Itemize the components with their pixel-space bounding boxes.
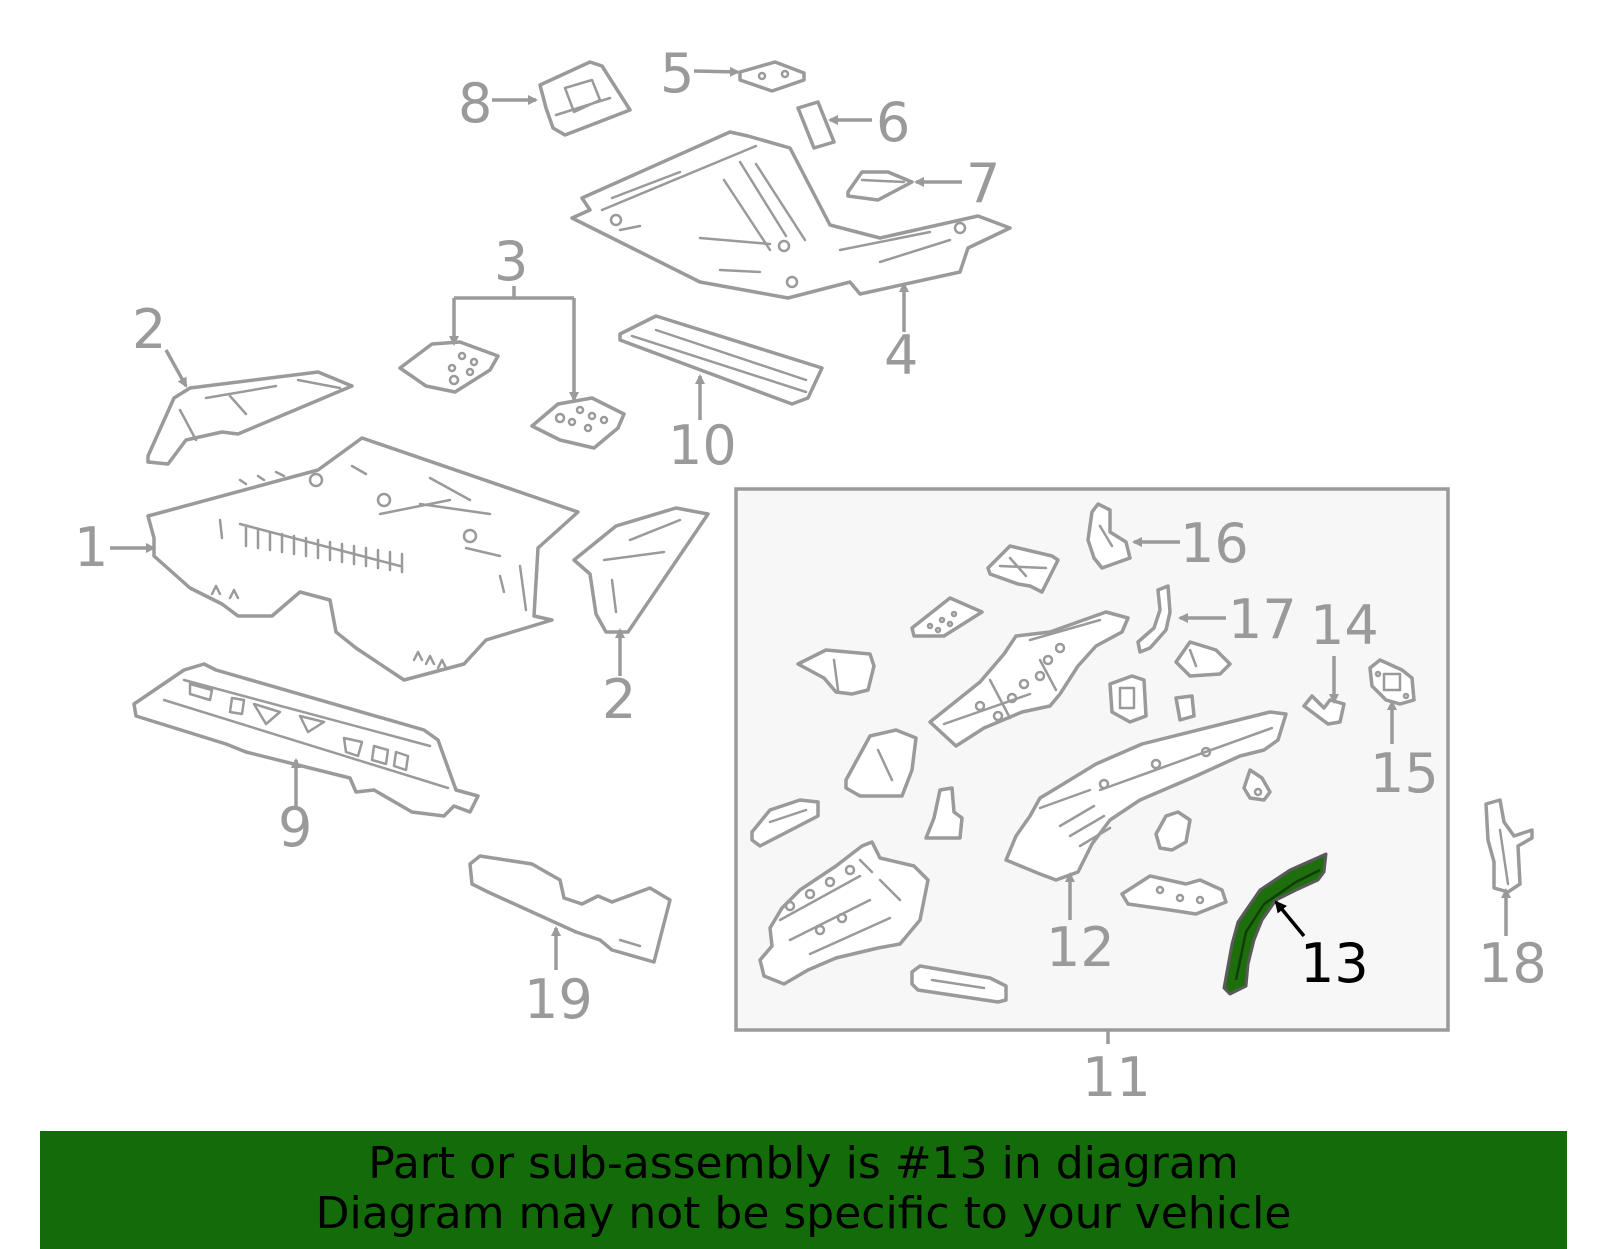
- part-bracket-h[interactable]: [1242, 768, 1272, 802]
- part-9-cross-rail[interactable]: [132, 662, 480, 818]
- callout-1: 1: [74, 516, 108, 579]
- callout-13: 13: [1300, 932, 1369, 995]
- callout-19: 19: [524, 968, 593, 1031]
- callout-3: 3: [494, 230, 528, 293]
- callout-8: 8: [458, 72, 492, 135]
- callout-11: 11: [1082, 1046, 1151, 1109]
- part-bracket-c[interactable]: [796, 648, 876, 696]
- part-bracket-d[interactable]: [1174, 640, 1232, 678]
- info-banner: Part or sub-assembly is #13 in diagram D…: [40, 1131, 1567, 1249]
- part-2-lower-gusset[interactable]: [572, 506, 710, 634]
- callout-10: 10: [668, 414, 737, 477]
- callout-9: 9: [278, 796, 312, 859]
- part-3-bracket-right[interactable]: [530, 396, 626, 450]
- part-bracket-e[interactable]: [1108, 674, 1148, 724]
- part-bracket-k[interactable]: [1120, 874, 1228, 916]
- part-2-upper-panel[interactable]: [146, 370, 354, 466]
- part-panel-small-b[interactable]: [910, 596, 984, 638]
- part-bracket-i[interactable]: [1154, 810, 1192, 852]
- part-stud[interactable]: [1174, 694, 1196, 722]
- part-5-plate[interactable]: [738, 60, 806, 93]
- callout-16: 16: [1180, 512, 1249, 575]
- banner-line-1: Part or sub-assembly is #13 in diagram: [368, 1138, 1239, 1189]
- callout-12: 12: [1046, 916, 1115, 979]
- part-1-floor-panel[interactable]: [146, 436, 580, 682]
- part-13-highlighted[interactable]: [1222, 852, 1328, 996]
- part-small-g[interactable]: [924, 786, 964, 840]
- part-10-crossmember[interactable]: [618, 314, 824, 406]
- callout-15: 15: [1370, 742, 1439, 805]
- part-7-bracket[interactable]: [846, 170, 914, 202]
- callout-2-upper: 2: [132, 298, 166, 361]
- part-3-bracket-left[interactable]: [398, 340, 500, 394]
- callout-18: 18: [1478, 932, 1547, 995]
- part-18-bracket[interactable]: [1484, 798, 1534, 894]
- callout-2-lower: 2: [602, 668, 636, 731]
- part-17-hose[interactable]: [1136, 584, 1172, 654]
- callout-6: 6: [876, 91, 910, 154]
- part-floor-rail-upper[interactable]: [928, 610, 1130, 748]
- part-16-bracket[interactable]: [1086, 502, 1132, 570]
- part-12-rear-rail[interactable]: [1004, 710, 1288, 882]
- part-15-plate[interactable]: [1368, 658, 1416, 706]
- part-reinforcement-f[interactable]: [844, 728, 918, 798]
- callout-5: 5: [660, 42, 694, 105]
- part-4-rear-floor-pan[interactable]: [570, 130, 1012, 300]
- callout-14: 14: [1310, 594, 1379, 657]
- part-panel-small-a[interactable]: [986, 544, 1060, 594]
- part-8-bracket[interactable]: [538, 60, 632, 137]
- callout-4: 4: [884, 324, 918, 387]
- part-rail-small-j[interactable]: [750, 798, 820, 848]
- part-bar-l[interactable]: [910, 964, 1008, 1004]
- part-19-insulator[interactable]: [468, 854, 672, 964]
- callout-7: 7: [966, 152, 1000, 215]
- callout-17: 17: [1228, 588, 1297, 651]
- part-6-pad[interactable]: [796, 100, 836, 150]
- part-wheelhouse-rail[interactable]: [758, 840, 930, 986]
- banner-line-2: Diagram may not be specific to your vehi…: [315, 1188, 1292, 1239]
